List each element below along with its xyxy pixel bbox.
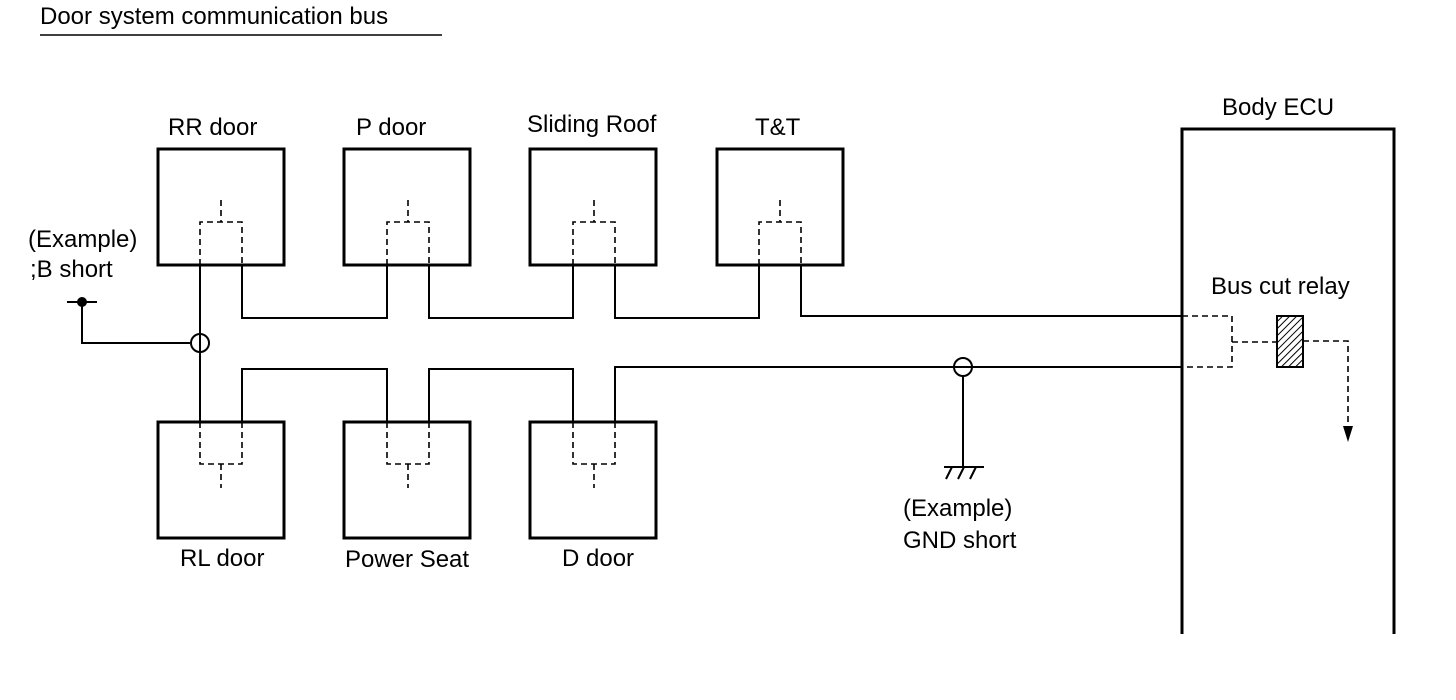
rr-door-label: RR door (168, 114, 257, 141)
gnd-short-contact-point (953, 357, 973, 377)
power-seat-label: Power Seat (345, 546, 469, 573)
body-ecu-outline (1180, 127, 1396, 634)
ground-icon (944, 466, 984, 480)
tt-module (715, 147, 845, 267)
gnd-short-label-line2: GND short (903, 527, 1017, 554)
b-short-contact-point (190, 333, 210, 353)
bus-cut-relay-coil (1276, 315, 1304, 368)
p-door-label: P door (356, 114, 426, 141)
b-short-label-line2: ;B short (30, 256, 113, 283)
body-ecu-label: Body ECU (1222, 94, 1334, 121)
rl-door-module (156, 420, 286, 540)
p-door-module (342, 147, 472, 267)
relay-output-arrow-icon (1343, 426, 1353, 442)
rr-door-module (156, 147, 286, 267)
power-seat-module (342, 420, 472, 540)
rl-door-label: RL door (180, 545, 265, 572)
tt-label: T&T (755, 114, 801, 141)
rl-door-inner-connector (199, 422, 243, 488)
upper-bus-line (241, 264, 1182, 319)
sliding-roof-inner-connector (572, 200, 616, 265)
p-door-inner-connector (386, 200, 430, 265)
tt-inner-connector (758, 200, 802, 265)
b-short-label-line1: (Example) (28, 226, 137, 253)
relay-contact-dashed (1182, 315, 1233, 368)
bus-cut-relay-label: Bus cut relay (1211, 273, 1350, 300)
d-door-label: D door (562, 545, 634, 572)
rr-door-inner-connector (199, 200, 243, 265)
sliding-roof-module (528, 147, 658, 267)
d-door-inner-connector (572, 422, 616, 488)
sliding-roof-label: Sliding Roof (527, 111, 657, 138)
gnd-short-label-line1: (Example) (903, 495, 1012, 522)
lower-bus-line (241, 366, 1182, 423)
relay-output-dashed (1303, 340, 1349, 428)
d-door-module (528, 420, 658, 540)
power-seat-inner-connector (386, 422, 430, 488)
diagram-title: Door system communication bus (40, 3, 388, 30)
b-short-wire (81, 302, 190, 344)
